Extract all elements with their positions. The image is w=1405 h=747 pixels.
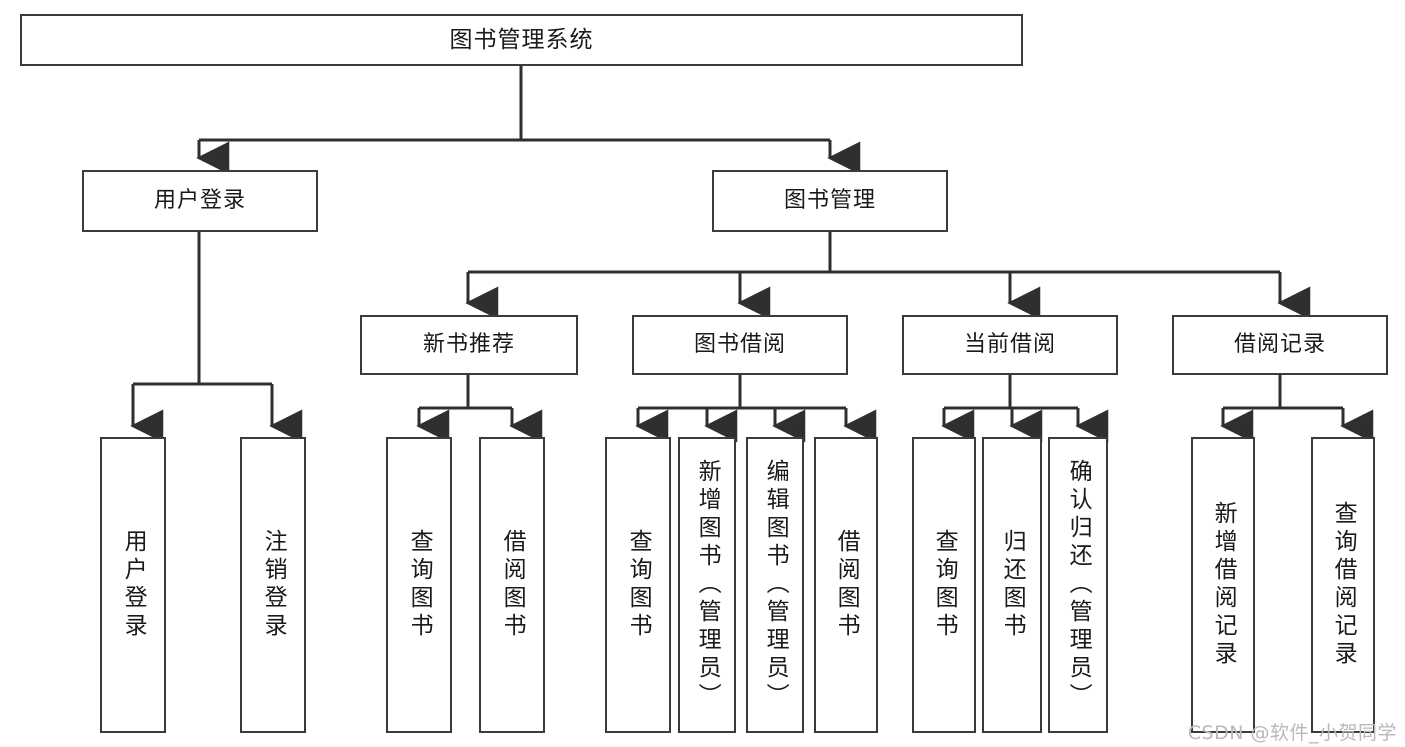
node-user-login[interactable]: 用户登录 bbox=[82, 170, 318, 232]
node-label: 确认归还（管理员） bbox=[1065, 459, 1092, 711]
node-label: 归还图书 bbox=[999, 529, 1026, 641]
node-label: 注销登录 bbox=[260, 529, 287, 641]
node-label: 用户登录 bbox=[120, 529, 147, 641]
node-label: 编辑图书（管理员） bbox=[762, 459, 789, 711]
node-label: 用户登录 bbox=[153, 187, 246, 213]
node-leaf-borrow-book-2[interactable]: 借阅图书 bbox=[814, 437, 878, 733]
node-label: 图书借阅 bbox=[693, 331, 786, 357]
node-label: 查询图书 bbox=[625, 529, 652, 641]
node-label: 查询借阅记录 bbox=[1330, 501, 1357, 669]
node-label: 新增借阅记录 bbox=[1210, 501, 1237, 669]
node-leaf-add-book[interactable]: 新增图书（管理员） bbox=[678, 437, 736, 733]
node-leaf-query-book-1[interactable]: 查询图书 bbox=[386, 437, 452, 733]
node-current-borrow[interactable]: 当前借阅 bbox=[902, 315, 1118, 375]
node-label: 查询图书 bbox=[406, 529, 433, 641]
node-label: 新增图书（管理员） bbox=[694, 459, 721, 711]
watermark: CSDN @软件_小贺同学 bbox=[1187, 722, 1397, 744]
node-leaf-add-record[interactable]: 新增借阅记录 bbox=[1191, 437, 1255, 733]
node-label: 新书推荐 bbox=[422, 331, 515, 357]
node-leaf-return-book[interactable]: 归还图书 bbox=[982, 437, 1042, 733]
node-label: 借阅图书 bbox=[499, 529, 526, 641]
node-root[interactable]: 图书管理系统 bbox=[20, 14, 1023, 66]
node-label: 图书管理 bbox=[783, 187, 876, 213]
node-borrow-record[interactable]: 借阅记录 bbox=[1172, 315, 1388, 375]
node-label: 当前借阅 bbox=[963, 331, 1056, 357]
node-leaf-logout[interactable]: 注销登录 bbox=[240, 437, 306, 733]
node-book-manage[interactable]: 图书管理 bbox=[712, 170, 948, 232]
node-new-book-rec[interactable]: 新书推荐 bbox=[360, 315, 578, 375]
node-leaf-query-record[interactable]: 查询借阅记录 bbox=[1311, 437, 1375, 733]
node-leaf-query-book-2[interactable]: 查询图书 bbox=[605, 437, 671, 733]
node-leaf-edit-book[interactable]: 编辑图书（管理员） bbox=[746, 437, 804, 733]
node-label: 借阅图书 bbox=[833, 529, 860, 641]
node-label: 借阅记录 bbox=[1233, 331, 1326, 357]
node-leaf-confirm-return[interactable]: 确认归还（管理员） bbox=[1048, 437, 1108, 733]
node-leaf-user-login[interactable]: 用户登录 bbox=[100, 437, 166, 733]
node-label: 查询图书 bbox=[931, 529, 958, 641]
node-label: 图书管理系统 bbox=[449, 26, 594, 53]
node-leaf-query-book-3[interactable]: 查询图书 bbox=[912, 437, 976, 733]
node-leaf-borrow-book-1[interactable]: 借阅图书 bbox=[479, 437, 545, 733]
node-book-borrow[interactable]: 图书借阅 bbox=[632, 315, 848, 375]
